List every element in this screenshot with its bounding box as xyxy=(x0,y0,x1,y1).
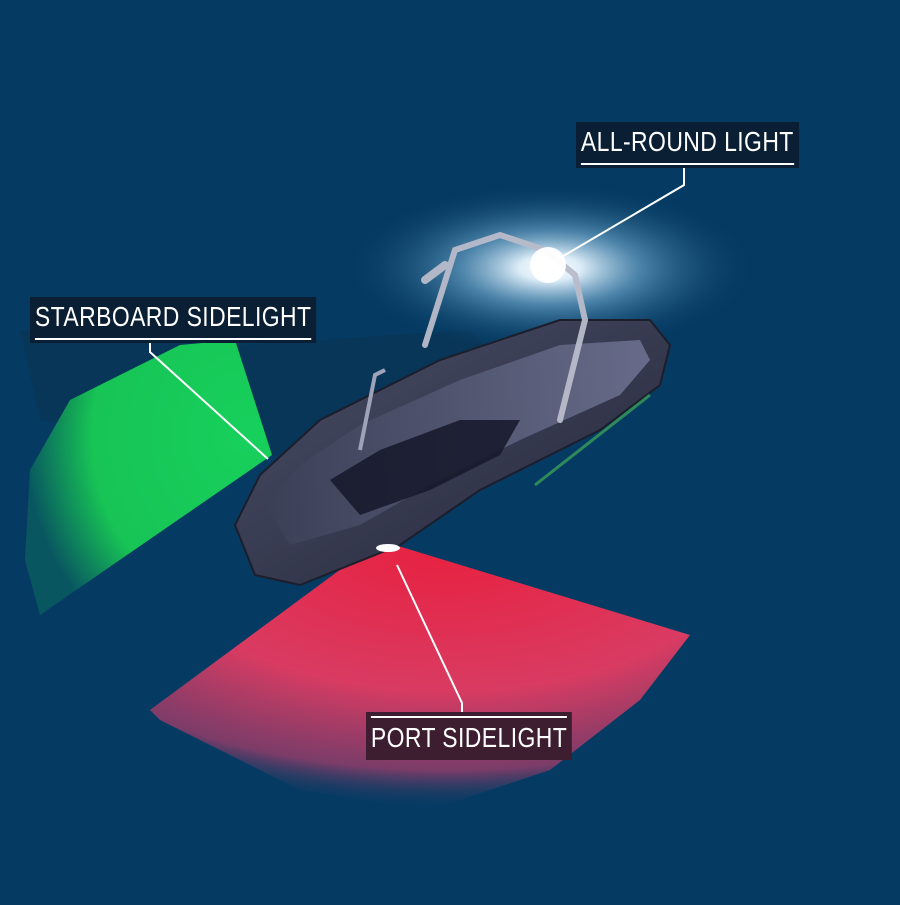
starboard-light-beam xyxy=(25,340,272,615)
all-round-light-text: ALL-ROUND LIGHT xyxy=(580,126,794,157)
all-round-light-label: ALL-ROUND LIGHT xyxy=(576,122,799,168)
starboard-sidelight-text: STARBOARD SIDELIGHT xyxy=(34,301,312,332)
port-light-source xyxy=(376,544,400,552)
port-light-beam xyxy=(150,545,690,810)
boat-cockpit xyxy=(330,420,520,515)
port-sidelight-label: PORT SIDELIGHT xyxy=(366,712,573,760)
windshield xyxy=(358,368,386,451)
port-sidelight-text: PORT SIDELIGHT xyxy=(370,722,568,753)
hull-stripe xyxy=(534,393,651,487)
label-underline xyxy=(370,716,568,718)
label-underline xyxy=(34,338,312,340)
starboard-sidelight-label: STARBOARD SIDELIGHT xyxy=(30,297,317,343)
leader-line-all-round xyxy=(547,163,685,266)
label-underline xyxy=(580,163,794,165)
